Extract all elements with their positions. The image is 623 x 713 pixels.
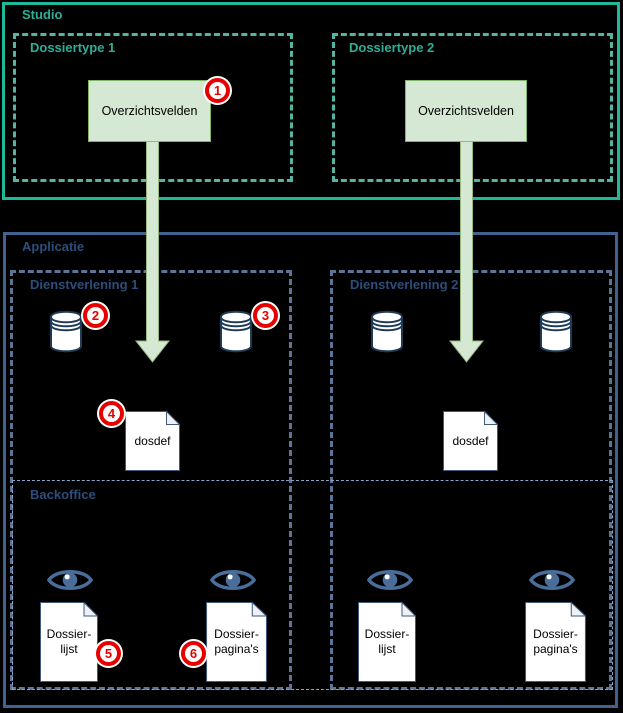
dienstverlening2-label: Dienstverlening 2 bbox=[350, 277, 459, 292]
studio-container bbox=[2, 2, 620, 200]
overzichtsvelden2-label: Overzichtsvelden bbox=[418, 104, 514, 118]
dossier-paginas-document: Dossier- pagina's bbox=[525, 602, 586, 682]
doc-line: lijst bbox=[60, 642, 78, 656]
badge-1: 1 bbox=[205, 78, 230, 103]
doc-line: lijst bbox=[378, 642, 396, 656]
down-arrow-icon bbox=[449, 141, 484, 363]
eye-icon bbox=[210, 570, 256, 590]
dossier-lijst-document: Dossier- lijst bbox=[40, 602, 98, 682]
dosdef-label: dosdef bbox=[452, 434, 489, 448]
studio-label: Studio bbox=[22, 7, 63, 22]
doc-line: Dossier- bbox=[364, 627, 410, 641]
overzichtsvelden2-box: Overzichtsvelden bbox=[405, 80, 527, 142]
backoffice-label: Backoffice bbox=[30, 487, 96, 502]
badge-3: 3 bbox=[253, 303, 278, 328]
overzichtsvelden1-box: Overzichtsvelden bbox=[88, 80, 211, 142]
applicatie-container bbox=[3, 232, 618, 708]
database-icon bbox=[540, 310, 572, 353]
dienstverlening1-label: Dienstverlening 1 bbox=[30, 277, 139, 292]
badge-5: 5 bbox=[96, 641, 121, 666]
badge-6: 6 bbox=[181, 641, 206, 666]
down-arrow-icon bbox=[135, 141, 170, 363]
dossier-paginas-document: Dossier- pagina's bbox=[206, 602, 267, 682]
doc-line: Dossier- bbox=[533, 627, 578, 641]
doc-line: pagina's bbox=[214, 642, 259, 656]
dosdef-document: dosdef bbox=[443, 411, 498, 472]
doc-line: pagina's bbox=[533, 642, 578, 656]
dosdef-document: dosdef bbox=[125, 411, 180, 472]
dosdef-label: dosdef bbox=[134, 434, 171, 448]
dossiertype1-label: Dossiertype 1 bbox=[30, 40, 116, 55]
database-icon bbox=[50, 310, 82, 353]
badge-4: 4 bbox=[99, 401, 124, 426]
database-icon bbox=[371, 310, 403, 353]
doc-line: Dossier- bbox=[214, 627, 259, 641]
eye-icon bbox=[529, 570, 575, 590]
doc-line: Dossier- bbox=[46, 627, 92, 641]
badge-2: 2 bbox=[83, 303, 108, 328]
dossiertype2-label: Dossiertype 2 bbox=[349, 40, 435, 55]
backoffice-container bbox=[12, 480, 613, 690]
dossier-lijst-document: Dossier- lijst bbox=[358, 602, 416, 682]
applicatie-label: Applicatie bbox=[22, 239, 85, 254]
overzichtsvelden1-label: Overzichtsvelden bbox=[101, 104, 198, 118]
database-icon bbox=[220, 310, 252, 353]
eye-icon bbox=[367, 570, 413, 590]
eye-icon bbox=[47, 570, 93, 590]
